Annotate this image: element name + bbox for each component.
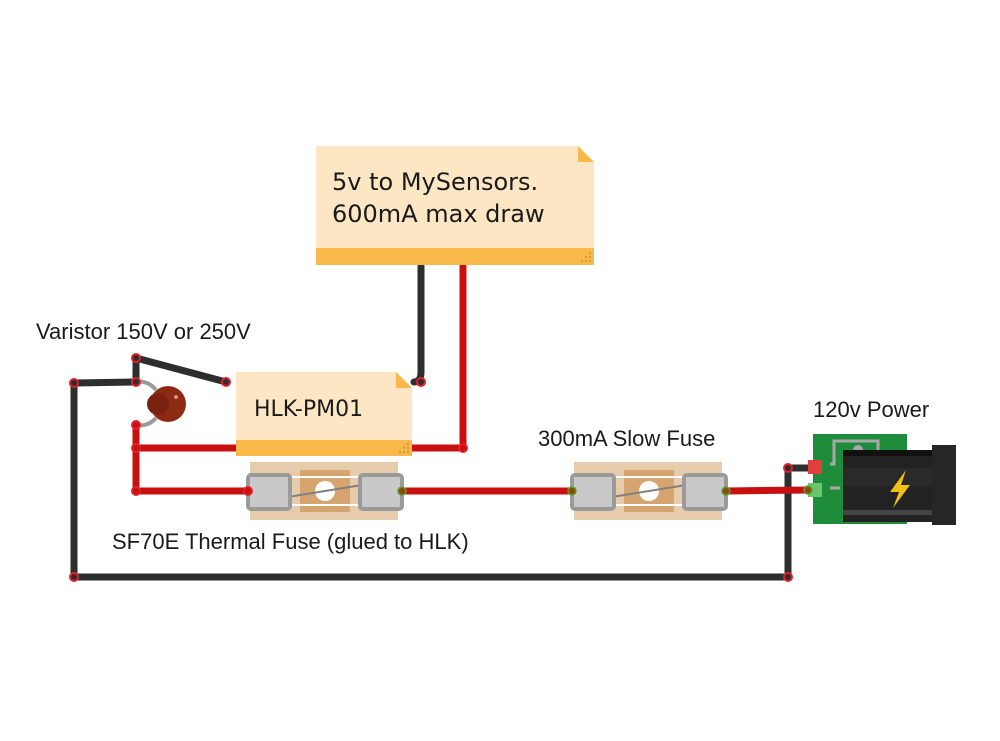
lightning-bolt-icon	[890, 470, 910, 508]
joint[interactable]	[458, 443, 468, 453]
joint[interactable]	[721, 486, 731, 496]
wire-red-fuse-to-power[interactable]	[722, 486, 812, 495]
mysensors-note: 5v to MySensors. 600mA max draw	[316, 146, 594, 265]
mysensors-note-line-2: 600mA max draw	[332, 200, 545, 228]
wire-joints	[69, 353, 793, 582]
power-label: 120v Power	[813, 397, 929, 422]
joint[interactable]	[783, 572, 793, 582]
mysensors-note-line-1: 5v to MySensors.	[332, 168, 538, 196]
slow-fuse[interactable]	[570, 462, 728, 520]
joint[interactable]	[131, 420, 141, 430]
joint[interactable]	[69, 572, 79, 582]
joint[interactable]	[69, 378, 79, 388]
joint[interactable]	[221, 377, 231, 387]
wire-black-hlk-varistor[interactable]	[132, 354, 230, 386]
joint[interactable]	[131, 443, 141, 453]
wire-black-power-return[interactable]	[784, 464, 812, 581]
wire-red-varistor-down[interactable]	[132, 421, 252, 495]
fuse-pin-joints	[397, 485, 813, 496]
joint[interactable]	[567, 486, 577, 496]
wire-black-mysensors-hlk[interactable]	[410, 262, 425, 386]
varistor[interactable]	[135, 379, 186, 428]
wire-joints-red	[131, 420, 468, 496]
joint[interactable]	[243, 486, 253, 496]
varistor-label: Varistor 150V or 250V	[36, 319, 251, 344]
joint[interactable]	[803, 485, 813, 495]
joint[interactable]	[131, 353, 141, 363]
joint[interactable]	[131, 377, 141, 387]
joint[interactable]	[783, 463, 793, 473]
joint[interactable]	[416, 377, 426, 387]
power-jack-neutral-pin[interactable]	[808, 483, 822, 497]
hlk-pm01-label: HLK-PM01	[254, 397, 363, 422]
power-jack-live-pin[interactable]	[808, 460, 822, 474]
hlk-resize-handle[interactable]	[398, 442, 410, 454]
thermal-fuse[interactable]	[246, 462, 404, 520]
thermal-fuse-label: SF70E Thermal Fuse (glued to HLK)	[112, 529, 469, 554]
power-jack[interactable]	[808, 434, 956, 525]
note-resize-handle[interactable]	[580, 251, 592, 263]
joint[interactable]	[397, 486, 407, 496]
slow-fuse-label: 300mA Slow Fuse	[538, 426, 715, 451]
hlk-pm01-note: HLK-PM01	[236, 372, 412, 456]
joint[interactable]	[131, 486, 141, 496]
